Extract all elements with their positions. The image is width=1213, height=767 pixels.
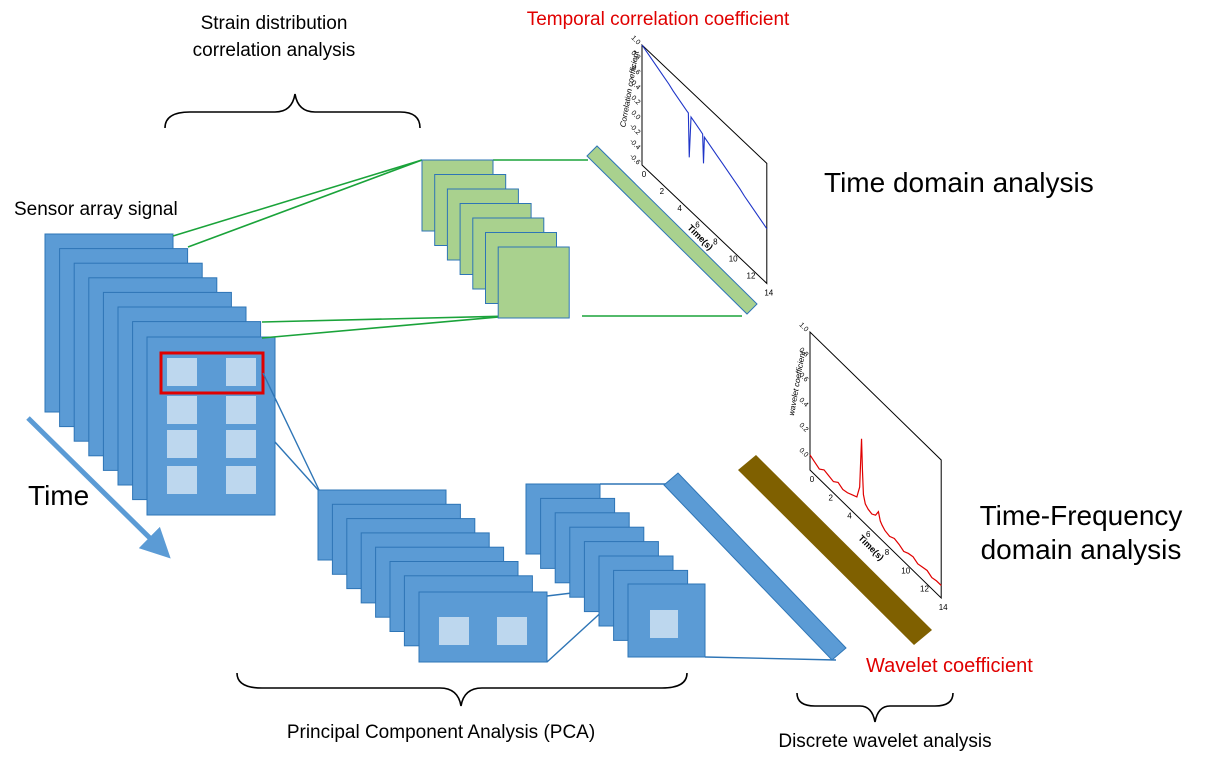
y-tick-label: 1.0 xyxy=(629,35,641,47)
x-tick-label: 0 xyxy=(810,475,815,484)
pca-brace xyxy=(236,672,688,707)
time-domain-bar xyxy=(586,145,758,315)
discrete-wavelet-label: Discrete wavelet analysis xyxy=(778,731,992,752)
sensor-cell xyxy=(226,396,256,424)
y-tick-label: -0.4 xyxy=(628,138,642,152)
x-tick-label: 14 xyxy=(939,603,948,612)
wavelet-output-bar xyxy=(738,455,932,645)
green-connector-lines xyxy=(172,159,742,339)
strain-label-line2: correlation analysis xyxy=(192,40,356,61)
temporal-correlation-label: Temporal correlation coefficient xyxy=(526,9,790,30)
x-tick-label: 10 xyxy=(729,255,738,264)
component-front-frame xyxy=(627,583,706,658)
x-tick-label: 12 xyxy=(747,271,756,280)
time-arrow xyxy=(26,416,171,559)
sensor-array-label: Sensor array signal xyxy=(14,199,178,220)
pca-cell xyxy=(439,617,469,645)
strain-correlation-stack xyxy=(421,159,570,319)
dwa-brace xyxy=(796,692,954,723)
x-tick-label: 2 xyxy=(829,493,834,502)
sensor-cell xyxy=(167,396,197,424)
chart-frame xyxy=(641,43,768,285)
sensor-cell xyxy=(167,430,197,458)
wavelet-input-bar xyxy=(663,472,847,661)
time-frequency-label-line1: Time-Frequency xyxy=(979,500,1183,531)
component-cell xyxy=(650,610,678,638)
pca-label: Principal Component Analysis (PCA) xyxy=(286,722,596,743)
time-frequency-label-line2: domain analysis xyxy=(980,534,1182,565)
y-tick-label: 0.0 xyxy=(629,110,641,122)
strain-frame xyxy=(497,246,570,319)
series-line xyxy=(809,438,942,586)
y-tick-label: 0.2 xyxy=(797,422,809,434)
time-domain-label: Time domain analysis xyxy=(824,167,1094,198)
sensor-cell xyxy=(167,466,197,494)
sensor-cell xyxy=(226,430,256,458)
wavelet-coefficient-label: Wavelet coefficient xyxy=(866,655,1033,677)
series-line xyxy=(641,44,768,229)
x-tick-label: 4 xyxy=(677,204,682,213)
y-tick-label: 0.6 xyxy=(629,65,641,77)
strain-brace xyxy=(164,93,421,129)
pca-front-frame xyxy=(418,591,548,663)
x-tick-label: 0 xyxy=(642,170,647,179)
x-tick-label: 14 xyxy=(764,288,773,297)
strain-label-line1: Strain distribution xyxy=(200,13,348,34)
x-tick-label: 8 xyxy=(713,238,718,247)
y-tick-label: -0.6 xyxy=(628,153,642,167)
y-tick-label: 0.4 xyxy=(629,80,641,92)
y-tick-label: 1.0 xyxy=(797,322,809,334)
pca-cell xyxy=(497,617,527,645)
chart-frame xyxy=(809,330,942,600)
y-tick-label: 0.8 xyxy=(797,347,809,359)
sensor-cell xyxy=(226,466,256,494)
x-tick-label: 6 xyxy=(695,221,700,230)
y-tick-label: 0.6 xyxy=(797,372,809,384)
x-tick-label: 4 xyxy=(847,512,852,521)
y-tick-label: 0.8 xyxy=(629,50,641,62)
sensor-cell xyxy=(167,358,197,386)
x-tick-label: 6 xyxy=(866,530,871,539)
x-tick-label: 2 xyxy=(660,187,665,196)
y-tick-label: 0.0 xyxy=(797,447,809,459)
x-tick-label: 10 xyxy=(901,566,910,575)
y-tick-label: 0.4 xyxy=(797,397,809,409)
time-label: Time xyxy=(28,480,90,511)
y-tick-label: 0.2 xyxy=(629,95,641,107)
sensor-cell xyxy=(226,358,256,386)
x-tick-label: 8 xyxy=(885,548,890,557)
sensor-front-frame xyxy=(146,336,276,516)
y-tick-label: -0.2 xyxy=(628,123,642,137)
x-tick-label: 12 xyxy=(920,585,929,594)
